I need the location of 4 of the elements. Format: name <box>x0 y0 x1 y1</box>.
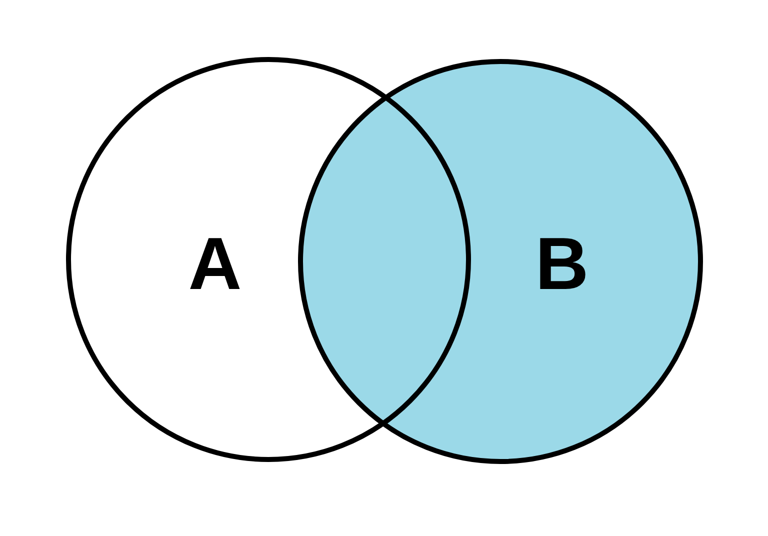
set-label: B <box>535 227 589 301</box>
set-circle <box>298 59 703 464</box>
set-circle <box>66 57 471 462</box>
set-label: A <box>188 227 242 301</box>
